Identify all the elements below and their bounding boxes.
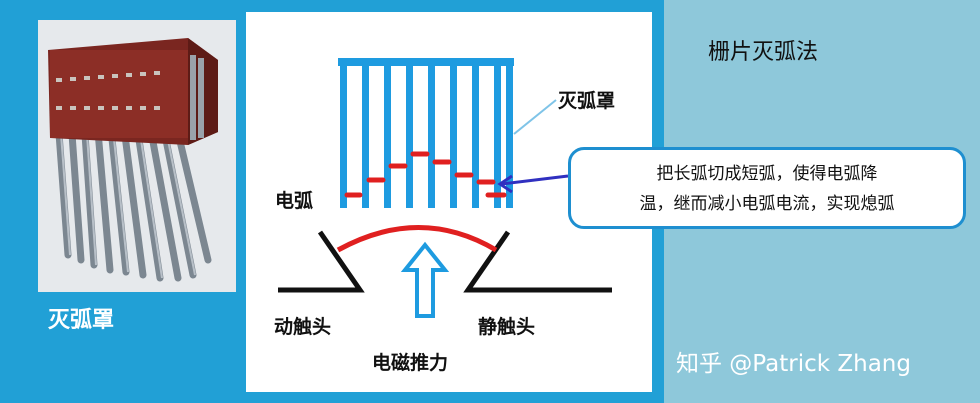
grid-plates: [340, 66, 513, 208]
label-hood: 灭弧罩: [558, 90, 616, 112]
page-title: 栅片灭弧法: [708, 40, 819, 65]
label-static-contact: 静触头: [478, 316, 536, 338]
explanation-callout: 把长弧切成短弧，使得电弧降 温，继而减小电弧电流，实现熄弧: [568, 147, 966, 229]
hood-pointer: [513, 99, 557, 135]
label-force: 电磁推力: [372, 352, 449, 374]
force-arrow: [400, 241, 450, 318]
short-arcs: [344, 151, 507, 198]
photo-caption: 灭弧罩: [48, 308, 115, 333]
arc-chute-photo: [38, 20, 236, 292]
moving-contact: [278, 230, 365, 293]
grid-top-bar: [338, 58, 514, 66]
callout-arrow: [501, 174, 569, 186]
callout-line-2: 温，继而减小电弧电流，实现熄弧: [639, 194, 895, 214]
watermark: 知乎 @Patrick Zhang: [676, 351, 911, 377]
arc-chute-drawing: [38, 20, 236, 292]
label-arc: 电弧: [275, 190, 314, 212]
label-moving-contact: 动触头: [274, 316, 332, 338]
static-contact: [463, 230, 612, 293]
callout-line-1: 把长弧切成短弧，使得电弧降: [656, 164, 878, 184]
main-arc: [336, 225, 498, 253]
